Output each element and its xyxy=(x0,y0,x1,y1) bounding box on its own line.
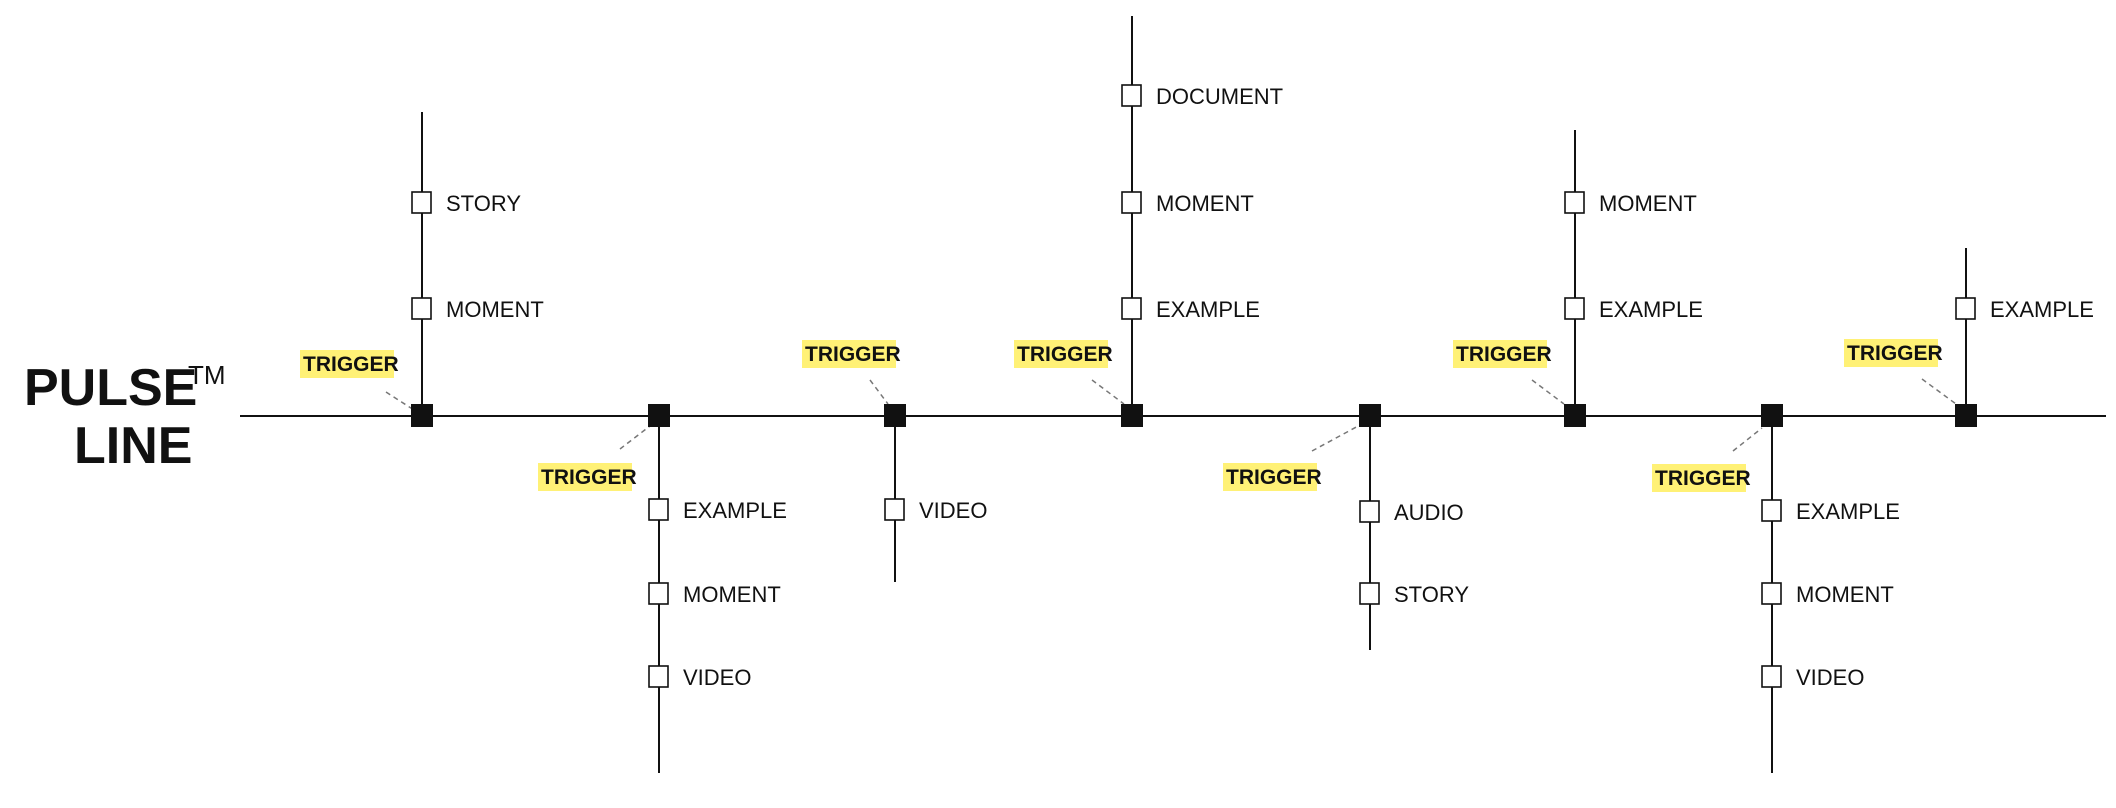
trigger-label: TRIGGER xyxy=(1655,467,1751,490)
trigger-label: TRIGGER xyxy=(1017,343,1113,366)
trigger-label: TRIGGER xyxy=(541,466,637,489)
item-label: AUDIO xyxy=(1394,500,1464,525)
trigger-label: TRIGGER xyxy=(1847,342,1943,365)
event-node xyxy=(1121,404,1143,427)
trigger-highlight xyxy=(1014,340,1108,368)
event-node xyxy=(1359,404,1381,427)
item-label: EXAMPLE xyxy=(1156,297,1260,322)
trigger-highlight xyxy=(1223,463,1317,491)
event-node xyxy=(1564,404,1586,427)
trigger-leader xyxy=(1531,379,1565,405)
item-node xyxy=(1564,297,1585,320)
title-line1: PULSE xyxy=(24,359,198,417)
trigger-label: TRIGGER xyxy=(303,353,399,376)
trigger-leader xyxy=(1732,427,1763,452)
trademark-mark: TM xyxy=(188,360,226,390)
item-label: MOMENT xyxy=(1156,191,1254,216)
item-node xyxy=(1121,84,1142,107)
item-label: EXAMPLE xyxy=(1599,297,1703,322)
trigger-leader xyxy=(619,425,651,450)
item-node xyxy=(1761,665,1782,688)
trigger-leader xyxy=(1311,424,1361,452)
item-label: VIDEO xyxy=(683,665,751,690)
item-label: MOMENT xyxy=(446,297,544,322)
trigger-highlight xyxy=(802,340,896,368)
item-label: MOMENT xyxy=(1599,191,1697,216)
trigger-leader xyxy=(385,391,415,411)
item-label: MOMENT xyxy=(1796,582,1894,607)
item-label: MOMENT xyxy=(683,582,781,607)
item-node xyxy=(884,498,905,521)
item-node xyxy=(648,582,669,605)
item-label: DOCUMENT xyxy=(1156,84,1283,109)
trigger-leader xyxy=(1091,379,1125,405)
item-label: EXAMPLE xyxy=(1796,499,1900,524)
item-node xyxy=(1121,191,1142,214)
trigger-highlight xyxy=(1453,340,1547,368)
event-node xyxy=(1761,404,1783,427)
trigger-label: TRIGGER xyxy=(805,343,901,366)
item-node xyxy=(1955,297,1976,320)
item-label: STORY xyxy=(446,191,521,216)
trigger-label: TRIGGER xyxy=(1456,343,1552,366)
event-node xyxy=(411,404,433,427)
item-label: VIDEO xyxy=(1796,665,1864,690)
item-label: EXAMPLE xyxy=(1990,297,2094,322)
item-node xyxy=(648,498,669,521)
trigger-highlight xyxy=(1652,464,1746,492)
item-node xyxy=(1121,297,1142,320)
item-node xyxy=(1761,582,1782,605)
trigger-highlight xyxy=(300,350,394,378)
item-node xyxy=(648,665,669,688)
item-node xyxy=(1761,499,1782,522)
trigger-highlight xyxy=(1844,339,1938,367)
event-node xyxy=(1955,404,1977,427)
item-node xyxy=(1359,582,1380,605)
item-node xyxy=(1564,191,1585,214)
trigger-leader xyxy=(1921,378,1957,405)
title-line2: LINE xyxy=(74,417,193,475)
trigger-highlight xyxy=(538,463,632,491)
item-label: STORY xyxy=(1394,582,1469,607)
item-node xyxy=(411,297,432,320)
event-node xyxy=(648,404,670,427)
item-node xyxy=(1359,500,1380,523)
item-label: VIDEO xyxy=(919,498,987,523)
event-node xyxy=(884,404,906,427)
item-node xyxy=(411,191,432,214)
trigger-label: TRIGGER xyxy=(1226,466,1322,489)
trigger-leader xyxy=(869,379,889,405)
item-label: EXAMPLE xyxy=(683,498,787,523)
